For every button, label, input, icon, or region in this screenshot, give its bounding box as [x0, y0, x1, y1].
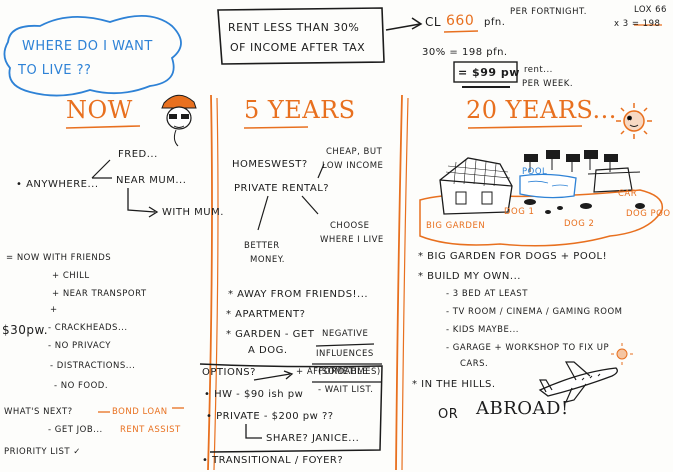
cl-unit: pfn. — [484, 17, 506, 28]
five-private-rental: PRIVATE RENTAL? — [234, 183, 330, 194]
now-fred: FRED... — [118, 149, 158, 160]
five-low-income: LOW INCOME — [322, 161, 384, 171]
now-distractions: - DISTRACTIONS... — [50, 361, 136, 371]
twenty-cars: CARS. — [460, 359, 489, 369]
lox-note: LOX 66 — [634, 5, 667, 15]
thirty-percent: 30% = 198 pfn. — [422, 47, 508, 58]
twenty-garden-for-dogs: * BIG GARDEN FOR DOGS + POOL! — [418, 251, 608, 262]
house-car-label: CAR — [618, 189, 638, 199]
five-homeswest: HOMESWEST? — [232, 159, 308, 170]
cl-label: CL — [425, 15, 442, 29]
now-crackheads: - CRACKHEADS... — [48, 323, 128, 333]
per-week-amount: = $99 pw — [458, 66, 520, 79]
per-fortnight: PER FORTNIGHT. — [510, 7, 587, 17]
house-drawing — [419, 150, 664, 247]
now-food: - NO FOOD. — [54, 381, 109, 391]
sun-doodle — [616, 103, 652, 139]
now-amount: $30pw. — [2, 323, 49, 337]
twenty-bed: - 3 BED AT LEAST — [446, 289, 528, 299]
mult-note: x 3 = 198 — [614, 19, 661, 29]
rent-box-line-2: OF INCOME AFTER TAX — [230, 41, 366, 54]
house-pool-label: POOL — [522, 167, 548, 177]
airplane-doodle — [538, 361, 618, 403]
arrow-to-cl — [385, 23, 421, 31]
five-transitional: • TRANSITIONAL / FOYER? — [202, 455, 344, 466]
options-box — [199, 363, 383, 453]
divider-left — [207, 94, 213, 471]
divider-right-2 — [401, 97, 409, 471]
five-negative: NEGATIVE — [322, 329, 369, 339]
per-week-note: PER WEEK. — [522, 79, 574, 89]
twenty-hills: * IN THE HILLS. — [412, 379, 496, 390]
five-influences: INFLUENCES — [316, 349, 374, 359]
title-20-years: 20 YEARS... — [466, 96, 617, 124]
now-friends: = NOW WITH FRIENDS — [6, 253, 112, 263]
five-options: OPTIONS? — [202, 367, 256, 378]
divider-left-2 — [213, 97, 219, 471]
pw-box — [453, 61, 518, 83]
house-dog2-label: DOG 2 — [564, 219, 595, 229]
five-apartment: * APARTMENT? — [226, 309, 306, 320]
house-dog-poo-label: DOG POO — [626, 209, 671, 219]
five-sometimes: (SOMETIMES) — [318, 367, 381, 377]
now-with-mum: WITH MUM. — [162, 207, 224, 218]
five-cheap: CHEAP, BUT — [326, 147, 383, 157]
title-now: NOW — [66, 96, 133, 124]
now-transport: + NEAR TRANSPORT — [52, 289, 147, 299]
rent-box — [217, 7, 385, 65]
five-a-dog: A DOG. — [248, 345, 288, 356]
five-choose: CHOOSE — [330, 221, 370, 231]
five-away: * AWAY FROM FRIENDS!... — [228, 289, 369, 300]
five-affordable: + AFFORDABLE — [296, 367, 369, 377]
twenty-abroad: ABROAD! — [476, 398, 569, 419]
now-priority: PRIORITY LIST ✓ — [4, 447, 81, 457]
twenty-tv: - TV ROOM / CINEMA / GAMING ROOM — [446, 307, 623, 317]
now-privacy: - NO PRIVACY — [48, 341, 111, 351]
house-garden-label: BIG GARDEN — [426, 221, 486, 231]
five-where-live: WHERE I LIVE — [320, 235, 384, 245]
now-chill: + CHILL — [52, 271, 90, 281]
twenty-or: OR — [438, 407, 459, 422]
rent-note: rent... — [524, 65, 553, 75]
five-private: • PRIVATE - $200 pw ?? — [206, 411, 334, 422]
now-whats-next: WHAT'S NEXT? — [4, 407, 73, 417]
person-doodle — [161, 94, 197, 147]
five-garden-get: * GARDEN - GET — [226, 329, 315, 340]
question-line-1: WHERE DO I WANT — [22, 39, 153, 54]
twenty-build: * BUILD MY OWN... — [418, 271, 521, 282]
five-better: BETTER — [244, 241, 280, 251]
five-share: SHARE? JANICE... — [266, 433, 360, 444]
house-dog1-label: DOG 1 — [504, 207, 535, 217]
title-5-years: 5 YEARS — [244, 96, 356, 124]
now-bond-loan: BOND LOAN — [112, 407, 168, 417]
small-sun-doodle — [611, 343, 633, 365]
rent-box-line-1: RENT LESS THAN 30% — [228, 21, 360, 34]
question-line-2: TO LIVE ?? — [18, 63, 92, 78]
now-anywhere: • ANYWHERE... — [16, 179, 99, 190]
five-waitlist: - WAIT LIST. — [318, 385, 374, 395]
five-hw: • HW - $90 ish pw — [204, 389, 304, 400]
divider-right — [395, 94, 403, 471]
five-money: MONEY. — [250, 255, 285, 265]
now-rent-assist: RENT ASSIST — [120, 425, 181, 435]
now-get-job: - GET JOB... — [48, 425, 103, 435]
question-cloud — [3, 14, 182, 97]
now-near-mum: NEAR MUM... — [116, 175, 187, 186]
now-plus: + — [50, 305, 58, 315]
twenty-garage: - GARAGE + WORKSHOP TO FIX UP — [446, 343, 610, 353]
twenty-kids: - KIDS MAYBE... — [446, 325, 519, 335]
cl-amount: 660 — [446, 13, 475, 29]
